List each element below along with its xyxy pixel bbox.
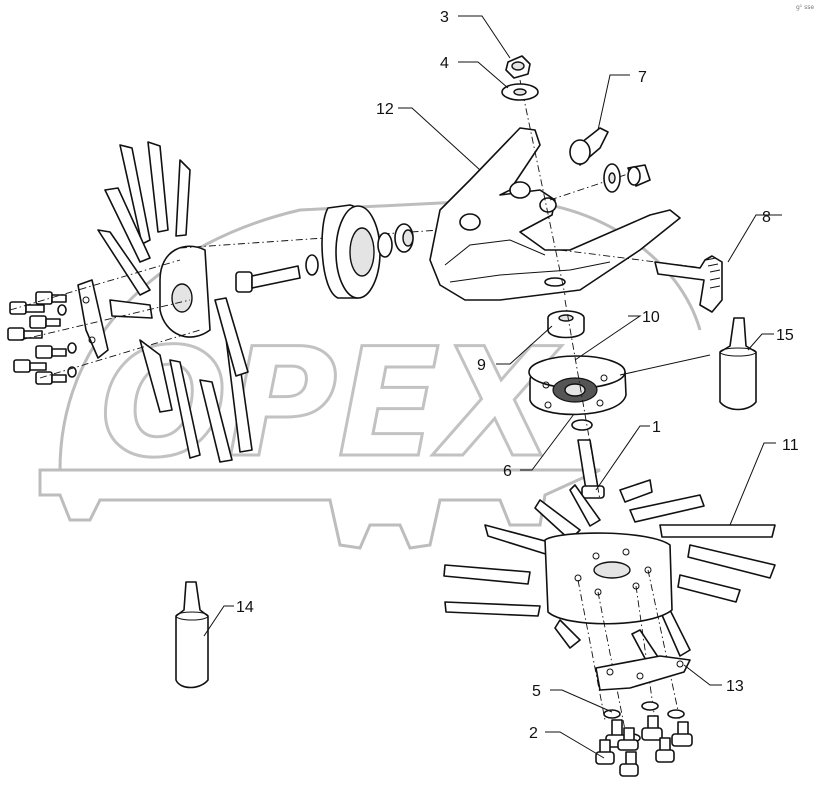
bolt-set-left bbox=[7, 291, 77, 385]
callout-12: 12 bbox=[376, 101, 394, 118]
spacer bbox=[394, 223, 414, 253]
callout-10: 10 bbox=[642, 309, 660, 326]
callout-4: 4 bbox=[440, 55, 449, 72]
watermark: OPEX bbox=[38, 198, 702, 550]
leader-lines bbox=[203, 15, 782, 759]
axle-bolt bbox=[235, 265, 301, 293]
callout-8: 8 bbox=[762, 209, 771, 226]
callout-15: 15 bbox=[776, 327, 794, 344]
callout-1: 1 bbox=[652, 419, 661, 436]
tine-wheel-right bbox=[443, 479, 776, 665]
washer-and-nut-right bbox=[603, 163, 651, 193]
flange-plate-left bbox=[77, 279, 109, 359]
callout-5: 5 bbox=[532, 683, 541, 700]
flange-plate-right bbox=[595, 655, 691, 691]
lock-pin bbox=[569, 127, 609, 166]
sealant-tube-14 bbox=[175, 581, 209, 689]
nut-top bbox=[505, 55, 531, 79]
bushing bbox=[547, 310, 585, 339]
callout-2: 2 bbox=[529, 725, 538, 742]
callout-3: 3 bbox=[440, 9, 449, 26]
wheel-hub-left bbox=[305, 204, 393, 299]
swing-arm-bracket bbox=[429, 127, 681, 301]
washer-top bbox=[501, 83, 539, 101]
callout-9: 9 bbox=[477, 357, 486, 374]
callout-labels: 1 2 3 4 5 6 7 8 9 10 11 12 13 14 15 bbox=[236, 9, 799, 742]
watermark-text: OPEX bbox=[100, 317, 562, 491]
callout-6: 6 bbox=[503, 463, 512, 480]
bearing-hub bbox=[528, 355, 627, 416]
callout-13: 13 bbox=[726, 678, 744, 695]
callout-7: 7 bbox=[638, 69, 647, 86]
callout-11: 11 bbox=[782, 437, 799, 454]
bolt-set-right bbox=[595, 701, 693, 777]
corner-mark: g¹ sse bbox=[796, 4, 814, 11]
callout-14: 14 bbox=[236, 599, 254, 616]
spring-pin bbox=[654, 255, 723, 313]
tine-wheel-left bbox=[97, 141, 253, 463]
sealant-tube-15 bbox=[719, 317, 757, 411]
